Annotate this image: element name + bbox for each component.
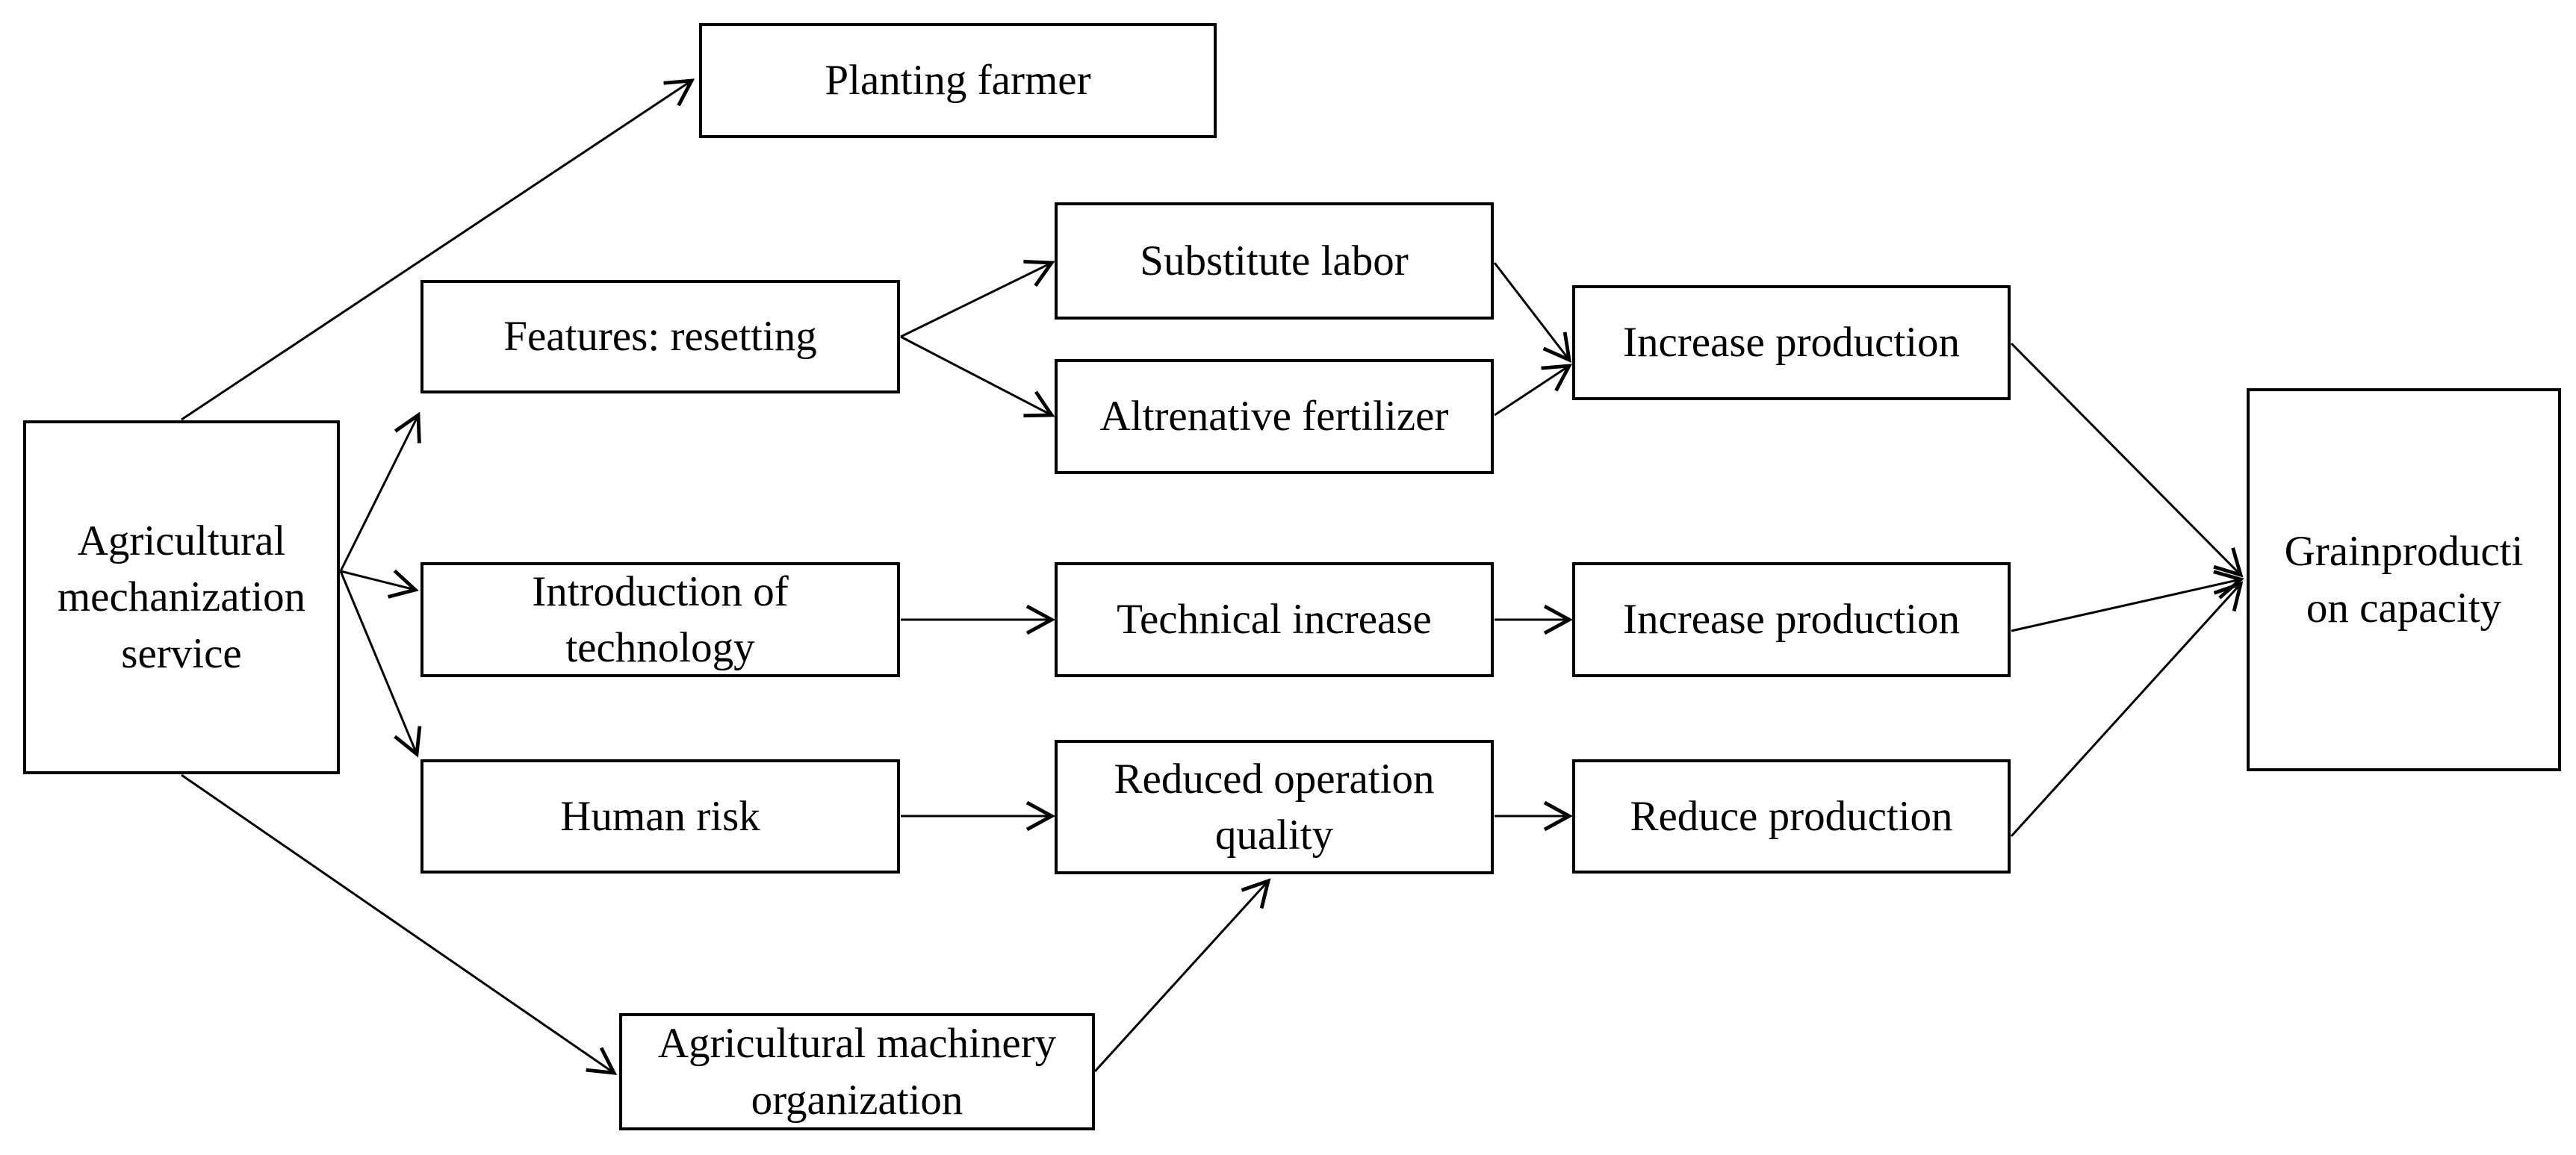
node-substitute-labor: Substitute labor — [1055, 202, 1494, 320]
node-reduce-production: Reduce production — [1572, 759, 2011, 874]
node-label: Human risk — [560, 792, 760, 840]
node-label: Reduced operation quality — [1114, 755, 1435, 859]
arrow-substitute-labor-to-increase-production-top — [1493, 262, 1572, 363]
arrow-increase-production-top-to-grain-capacity — [2010, 342, 2244, 578]
node-label: Reduce production — [1630, 792, 1953, 840]
node-features-resetting: Features: resetting — [420, 280, 900, 393]
arrow-service-to-human-risk — [339, 570, 422, 758]
arrow-service-to-planting-farmer — [181, 78, 695, 421]
node-label: Technical increase — [1117, 596, 1432, 644]
arrow-reduce-production-to-grain-capacity — [2010, 581, 2244, 838]
node-label: Altrenative fertilizer — [1099, 393, 1449, 440]
node-label: Agricultural mechanization service — [57, 517, 306, 677]
node-label: Introduction of technology — [532, 567, 789, 671]
arrow-features-to-altrenative-fertilizer — [900, 335, 1055, 418]
node-grain-production-capacity: Grainproducti on capacity — [2247, 388, 2561, 771]
node-label: Planting farmer — [825, 57, 1091, 105]
node-label: Agricultural machinery organization — [657, 1020, 1057, 1124]
node-label: Substitute labor — [1140, 237, 1409, 284]
arrow-service-to-features-resetting — [339, 411, 421, 572]
node-reduced-operation-quality: Reduced operation quality — [1055, 740, 1494, 874]
node-agricultural-machinery-organization: Agricultural machinery organization — [619, 1013, 1095, 1130]
node-planting-farmer: Planting farmer — [699, 23, 1217, 138]
node-human-risk: Human risk — [420, 759, 900, 874]
node-increase-production-mid: Increase production — [1572, 562, 2011, 677]
node-label: Increase production — [1622, 596, 1961, 644]
node-increase-production-top: Increase production — [1572, 285, 2011, 400]
node-label: Features: resetting — [503, 313, 817, 361]
arrow-altrenative-fertilizer-to-increase-production-top — [1494, 364, 1573, 417]
node-label: Grainproducti on capacity — [2284, 528, 2524, 632]
arrow-machinery-organization-to-reduced-operation — [1093, 878, 1271, 1073]
arrow-features-to-substitute-labor — [900, 259, 1055, 338]
node-introduction-of-technology: Introduction of technology — [420, 562, 900, 677]
arrow-service-to-machinery-organization — [181, 773, 618, 1075]
node-label: Increase production — [1622, 319, 1961, 367]
node-technical-increase: Technical increase — [1055, 562, 1494, 677]
node-altrenative-fertilizer: Altrenative fertilizer — [1055, 359, 1494, 474]
node-agricultural-mechanization-service: Agricultural mechanization service — [23, 420, 340, 774]
arrow-increase-production-mid-to-grain-capacity — [2011, 570, 2244, 632]
arrow-service-to-introduction-of-technology — [340, 569, 419, 599]
